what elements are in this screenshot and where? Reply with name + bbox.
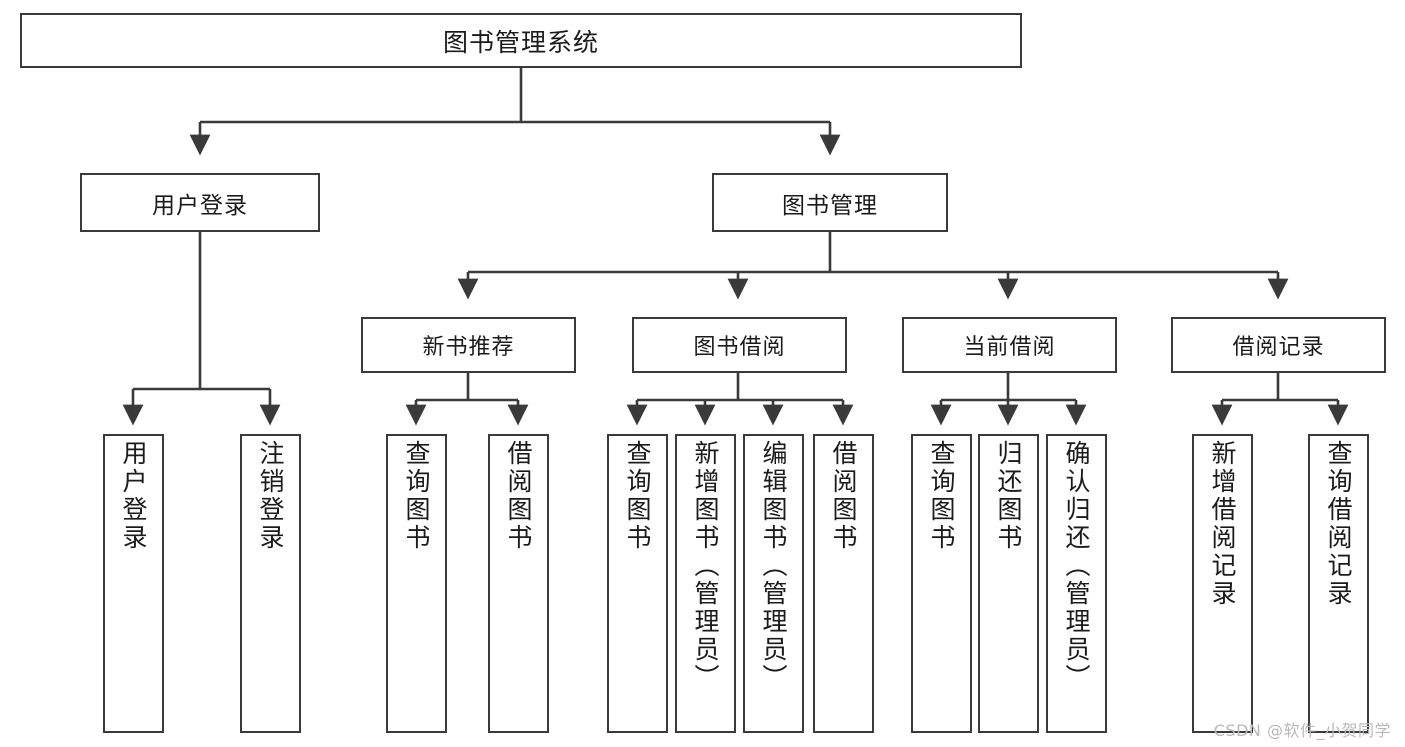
node-leaf-query-book-3[interactable]: 查询图书 <box>911 434 972 733</box>
node-new-book-recommend-label: 新书推荐 <box>422 335 515 360</box>
node-borrow-record-label: 借阅记录 <box>1232 335 1325 360</box>
node-leaf-edit-book[interactable]: 编辑图书（管理员） <box>743 434 804 733</box>
node-leaf-user-login[interactable]: 用户登录 <box>103 434 164 733</box>
node-leaf-add-record-label: 新增借阅记录 <box>1208 440 1237 608</box>
node-user-login[interactable]: 用户登录 <box>80 173 320 232</box>
node-leaf-query-book-1-label: 查询图书 <box>402 440 431 552</box>
node-leaf-user-login-label: 用户登录 <box>119 440 148 552</box>
node-leaf-query-book-2[interactable]: 查询图书 <box>607 434 668 733</box>
node-leaf-borrow-book-1[interactable]: 借阅图书 <box>488 434 549 733</box>
node-book-borrow-label: 图书借阅 <box>693 335 786 360</box>
node-leaf-borrow-book-2-label: 借阅图书 <box>829 440 858 552</box>
node-leaf-add-book-label: 新增图书（管理员） <box>691 440 720 692</box>
watermark: CSDN @软件_小贺同学 <box>1213 721 1391 740</box>
node-root[interactable]: 图书管理系统 <box>20 13 1022 68</box>
node-leaf-borrow-book-1-label: 借阅图书 <box>504 440 533 552</box>
node-leaf-query-record[interactable]: 查询借阅记录 <box>1308 434 1369 733</box>
node-current-borrow[interactable]: 当前借阅 <box>902 317 1117 373</box>
node-leaf-logout-login[interactable]: 注销登录 <box>240 434 301 733</box>
node-leaf-return-book[interactable]: 归还图书 <box>978 434 1039 733</box>
node-new-book-recommend[interactable]: 新书推荐 <box>361 317 576 373</box>
node-leaf-return-book-label: 归还图书 <box>994 440 1023 552</box>
node-leaf-confirm-return-label: 确认归还（管理员） <box>1062 440 1091 692</box>
node-leaf-add-book[interactable]: 新增图书（管理员） <box>675 434 736 733</box>
node-user-login-label: 用户登录 <box>152 192 248 219</box>
node-book-borrow[interactable]: 图书借阅 <box>632 317 847 373</box>
node-book-management-label: 图书管理 <box>782 192 878 219</box>
node-leaf-confirm-return[interactable]: 确认归还（管理员） <box>1046 434 1107 733</box>
node-leaf-query-record-label: 查询借阅记录 <box>1324 440 1353 608</box>
node-leaf-add-record[interactable]: 新增借阅记录 <box>1192 434 1253 733</box>
node-root-label: 图书管理系统 <box>442 27 599 57</box>
node-current-borrow-label: 当前借阅 <box>963 335 1056 360</box>
node-leaf-query-book-3-label: 查询图书 <box>927 440 956 552</box>
node-leaf-query-book-1[interactable]: 查询图书 <box>386 434 447 733</box>
node-leaf-edit-book-label: 编辑图书（管理员） <box>759 440 788 692</box>
node-leaf-query-book-2-label: 查询图书 <box>623 440 652 552</box>
node-leaf-borrow-book-2[interactable]: 借阅图书 <box>813 434 874 733</box>
node-borrow-record[interactable]: 借阅记录 <box>1171 317 1386 373</box>
node-book-management[interactable]: 图书管理 <box>712 173 948 232</box>
node-leaf-logout-login-label: 注销登录 <box>256 440 285 552</box>
